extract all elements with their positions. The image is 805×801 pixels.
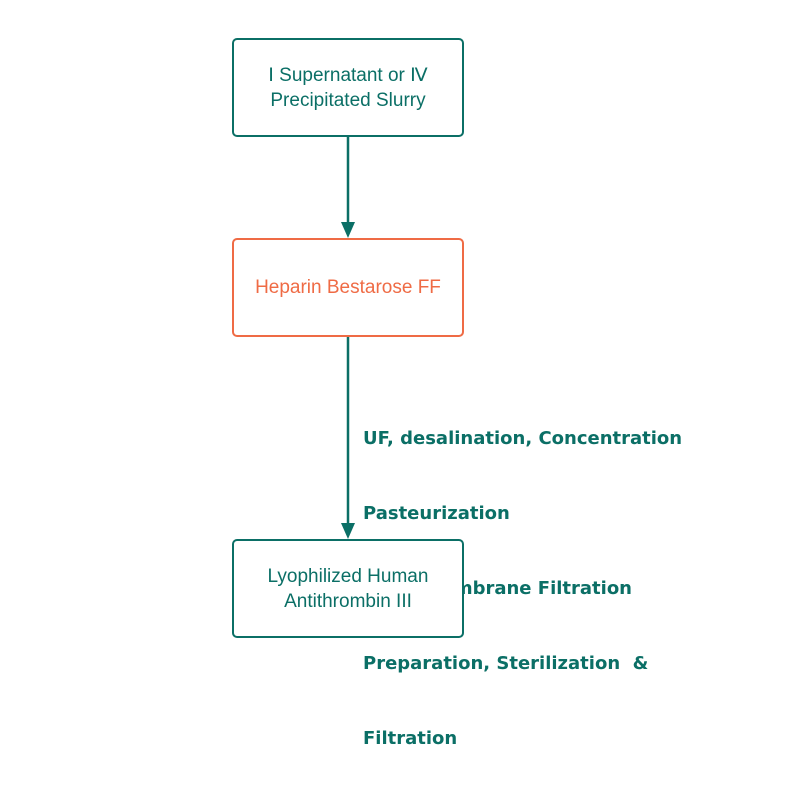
chromatography-step-box: Heparin Bestarose FF: [232, 238, 464, 337]
source-material-label: Ⅰ Supernatant or Ⅳ Precipitated Slurry: [268, 64, 428, 111]
chromatography-step-label: Heparin Bestarose FF: [255, 277, 441, 298]
process-step: UF, desalination, Concentration: [363, 428, 683, 449]
process-step: Preparation, Sterilization &: [363, 653, 649, 674]
source-material-box: Ⅰ Supernatant or Ⅳ Precipitated Slurry: [232, 38, 464, 137]
process-flow-diagram: Ⅰ Supernatant or Ⅳ Precipitated Slurry H…: [232, 38, 683, 749]
final-product-box: Lyophilized Human Antithrombin III: [232, 539, 464, 638]
final-product-label: Lyophilized Human Antithrombin III: [267, 565, 429, 612]
arrowhead-node3: [341, 523, 355, 539]
process-step: Filtration: [363, 728, 458, 749]
arrowhead-node2: [341, 222, 355, 238]
process-step: Pasteurization: [363, 503, 510, 524]
